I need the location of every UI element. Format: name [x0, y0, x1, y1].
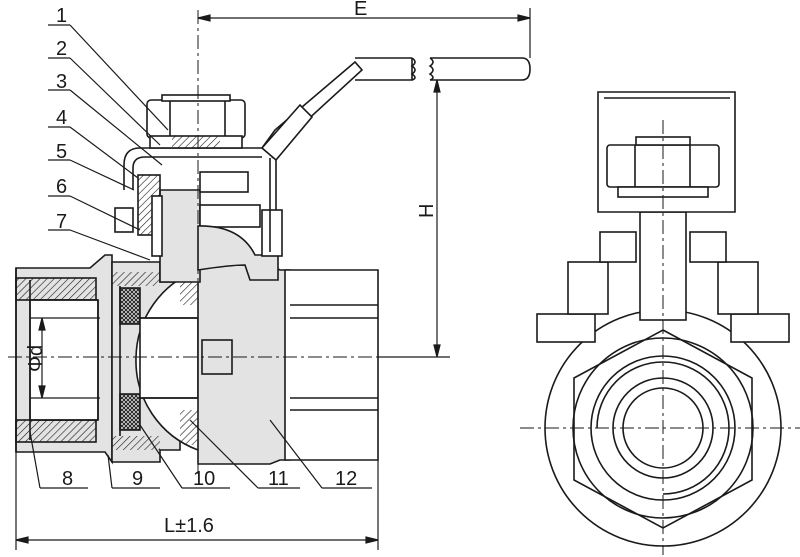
stem-housing	[159, 189, 201, 283]
dimension-d-lines	[30, 317, 100, 399]
union-hatch-bottom	[15, 419, 97, 443]
label-3: 3	[56, 71, 67, 93]
hex-nut	[146, 99, 246, 139]
dimension-e-lines	[197, 8, 531, 58]
part-labels: 1 2 3 4 5 6 7 8 9 10 11 12	[56, 5, 357, 490]
dimension-l: L±1.6	[164, 515, 214, 537]
label-10: 10	[193, 468, 215, 490]
stop-pin	[114, 207, 134, 233]
end-view	[520, 91, 800, 555]
handle-grip-sleeve	[260, 103, 314, 162]
seat-top	[119, 287, 141, 325]
dimension-h: H	[416, 204, 438, 218]
seat-bottom	[119, 393, 141, 431]
label-5: 5	[56, 141, 67, 163]
label-1: 1	[56, 5, 67, 27]
dimension-h-lines	[378, 79, 450, 358]
label-6: 6	[56, 176, 67, 198]
handle-grip	[355, 57, 413, 81]
body-end	[284, 269, 379, 461]
label-11: 11	[268, 468, 289, 490]
union-hatch-top	[15, 277, 97, 301]
label-2: 2	[56, 38, 67, 60]
label-12: 12	[335, 468, 357, 490]
dimension-l-lines	[15, 452, 379, 550]
label-8: 8	[62, 468, 73, 490]
ball-bore	[139, 317, 199, 399]
label-9: 9	[132, 468, 143, 490]
label-4: 4	[56, 107, 67, 129]
section-view	[8, 8, 531, 550]
dimension-e: E	[354, 0, 367, 20]
dimension-labels: E H Φd L±1.6	[25, 0, 438, 537]
label-7: 7	[56, 211, 67, 233]
dimension-d: Φd	[25, 345, 47, 372]
